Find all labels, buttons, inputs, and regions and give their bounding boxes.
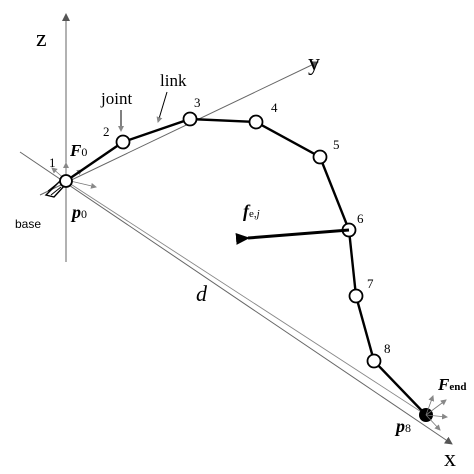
force-start-label: F0	[69, 141, 87, 160]
joint-7	[348, 288, 364, 304]
distance-label: d	[196, 281, 208, 306]
joint-1	[59, 174, 73, 188]
joint-3	[182, 111, 198, 127]
position-end-label: p8	[394, 416, 411, 436]
base-support	[44, 180, 67, 198]
link-callout-label: link	[160, 71, 187, 90]
x-axis	[19, 151, 453, 445]
base-label: base	[15, 217, 41, 231]
external-force-label: fe,j	[243, 201, 260, 221]
joint-2	[115, 134, 131, 150]
position-start-label: p0	[70, 202, 87, 222]
joint-number-2: 2	[103, 124, 110, 139]
joint-5	[312, 149, 328, 165]
joint-number-1: 1	[49, 155, 56, 170]
external-force-arrow	[235, 228, 350, 245]
x-axis-label: x	[444, 446, 456, 472]
robot-links	[65, 117, 427, 416]
joint-number-8: 8	[384, 341, 391, 356]
end-force-glyph	[425, 395, 448, 431]
y-axis-label: y	[308, 50, 320, 76]
z-axis-label: z	[36, 26, 47, 52]
joint-number-4: 4	[271, 100, 278, 115]
y-axis	[39, 61, 319, 196]
joint-4	[248, 114, 264, 130]
joint-number-6: 6	[357, 211, 364, 226]
joint-callout-label: joint	[100, 89, 132, 108]
joint-number-3: 3	[194, 95, 201, 110]
distance-line	[65, 180, 427, 416]
force-end-label: Fend	[437, 375, 466, 394]
joint-number-5: 5	[333, 137, 340, 152]
joint-number-7: 7	[367, 276, 374, 291]
link-callout-arrow	[156, 91, 168, 123]
joint-8	[366, 353, 382, 369]
